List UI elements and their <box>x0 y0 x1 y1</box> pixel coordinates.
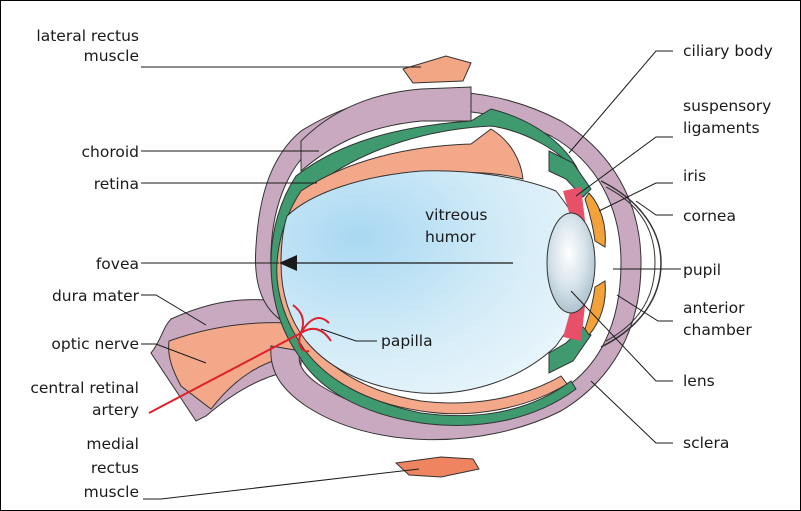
label-iris: iris <box>683 167 706 185</box>
label-suspensory-2: ligaments <box>683 119 760 137</box>
label-anterior-1: anterior <box>683 299 745 317</box>
label-anterior-2: chamber <box>683 321 752 339</box>
label-lens: lens <box>683 372 715 390</box>
label-vitreous-2: humor <box>425 228 476 246</box>
leader-medial-rectus <box>143 469 419 499</box>
label-optic-nerve: optic nerve <box>51 335 139 353</box>
lateral-rectus-shape <box>403 56 471 83</box>
label-suspensory-1: suspensory <box>683 97 771 115</box>
medial-rectus-shape <box>396 457 479 477</box>
vitreous-humor-shape <box>281 171 591 394</box>
label-lateral-rectus-2: muscle <box>84 47 139 65</box>
label-vitreous-1: vitreous <box>425 206 488 224</box>
label-sclera: sclera <box>683 434 729 452</box>
label-papilla: papilla <box>381 332 433 350</box>
label-medial-rectus-1: medial <box>86 435 139 453</box>
label-fovea: fovea <box>96 255 139 273</box>
label-dura-mater: dura mater <box>52 287 140 305</box>
label-retina: retina <box>94 175 139 193</box>
lens-shape <box>547 213 595 313</box>
label-choroid: choroid <box>82 143 140 161</box>
label-ciliary-body: ciliary body <box>683 42 773 60</box>
label-lateral-rectus-1: lateral rectus <box>36 27 139 45</box>
label-medial-rectus-3: muscle <box>84 483 139 501</box>
label-central-retinal-2: artery <box>92 401 139 419</box>
label-medial-rectus-2: rectus <box>91 459 139 477</box>
label-pupil: pupil <box>683 261 721 279</box>
label-central-retinal-1: central retinal <box>30 379 139 397</box>
label-cornea: cornea <box>683 207 736 225</box>
leader-sclera <box>591 381 673 443</box>
